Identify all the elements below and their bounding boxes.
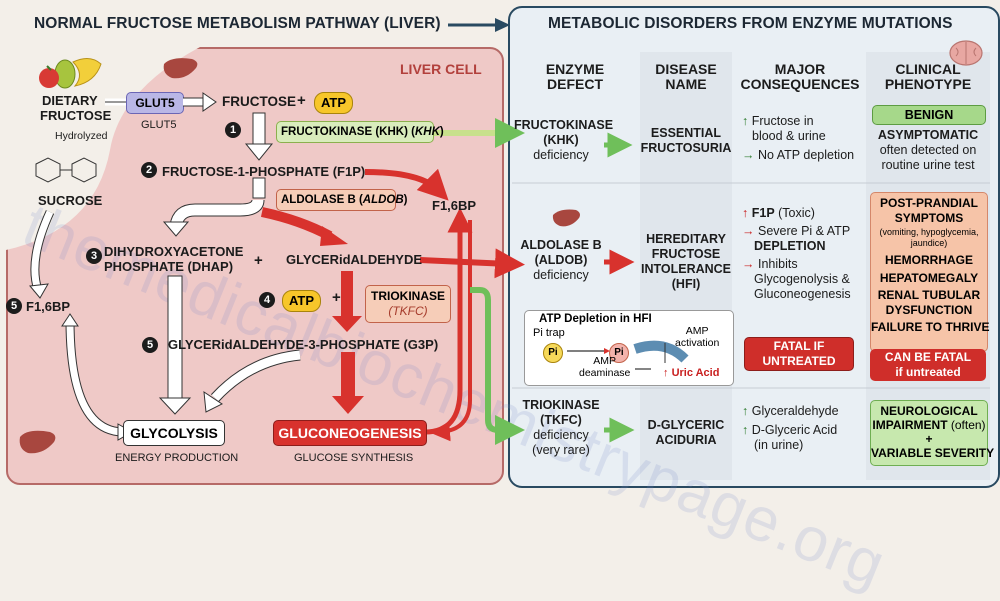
row1-phenotype: ASYMPTOMATIC often detected on routine u… xyxy=(877,128,979,172)
liver-icon-bottom xyxy=(19,430,56,454)
right-title: METABOLIC DISORDERS FROM ENZYME MUTATION… xyxy=(548,15,953,32)
row2-phenotype-box: POST-PRANDIAL SYMPTOMS (vomiting, hypogl… xyxy=(870,192,989,352)
amp-activation-label: AMP activation xyxy=(675,325,720,349)
row1-enzyme: FRUCTOKINASE (KHK) deficiency xyxy=(514,118,614,162)
pi-trap-label: Pi trap xyxy=(533,327,565,339)
glucose-synthesis-label: GLUCOSE SYNTHESIS xyxy=(294,452,414,464)
liver-icon-table xyxy=(552,209,580,227)
atp-depletion-inset: ATP Depletion in HFI Pi trap Pi Pi AMP d… xyxy=(524,310,734,386)
triokinase-gene: (TKFC) xyxy=(388,304,428,318)
fructokinase-enzyme-box: FRUCTOKINASE (KHK) (KHK) xyxy=(276,121,444,143)
row2-enzyme: ALDOLASE B (ALDOB) deficiency xyxy=(520,238,602,282)
gluconeogenesis-box: GLUCONEOGENESIS xyxy=(273,420,427,446)
plus-sign-3: + xyxy=(332,289,341,306)
sucrose-structure-icon xyxy=(35,157,97,183)
fructokinase-label: FRUCTOKINASE (KHK) ( xyxy=(281,126,415,138)
fructose-label: FRUCTOSE xyxy=(222,94,297,109)
step-number-2: 2 xyxy=(141,162,157,178)
step-number-1: 1 xyxy=(225,122,241,138)
dietary-fructose-line1: DIETARY xyxy=(42,93,98,108)
f16bp-left-label: F1,6BP xyxy=(26,299,71,314)
row2-consequences: ↑ F1P (Toxic) → Severe Pi & ATP DEPLETIO… xyxy=(742,206,851,301)
sucrose-label: SUCROSE xyxy=(38,193,103,208)
pi-circle-1: Pi xyxy=(543,343,563,363)
row3-disease: D-GLYCERIC ACIDURIA xyxy=(647,418,725,447)
triokinase-enzyme-box: TRIOKINASE (TKFC) xyxy=(365,285,451,323)
aldolase-b-enzyme-box: ALDOLASE B (ALDOB) xyxy=(276,189,408,211)
dhap-line2: PHOSPHATE (DHAP) xyxy=(104,259,234,274)
row1-benign-badge: BENIGN xyxy=(872,105,986,125)
dhap-line1: DIHYDROXYACETONE xyxy=(104,244,244,259)
atp-badge-step4: ATP xyxy=(282,290,322,312)
row3-enzyme: TRIOKINASE (TKFC) deficiency (very rare) xyxy=(522,398,600,457)
row1-disease: ESSENTIAL FRUCTOSURIA xyxy=(640,126,732,155)
row3-consequences: ↑ Glyceraldehyde ↑ D-Glyceric Acid (in u… xyxy=(742,404,839,452)
hydrolyzed-label: Hydrolyzed xyxy=(55,130,108,142)
row2-fatal-badge: FATAL IF UNTREATED xyxy=(744,337,854,371)
inset-title: ATP Depletion in HFI xyxy=(539,313,652,325)
uric-acid-label: ↑ Uric Acid xyxy=(663,367,720,379)
step-number-5-left: 5 xyxy=(6,298,22,314)
amp-deaminase-label: AMP deaminase xyxy=(579,355,631,379)
step-number-4: 4 xyxy=(259,292,275,308)
fructokinase-gene: KHK xyxy=(414,126,440,138)
step-number-3: 3 xyxy=(86,248,102,264)
glut5-label: GLUT5 xyxy=(141,119,177,131)
triokinase-label: TRIOKINASE xyxy=(370,289,445,303)
brain-icon xyxy=(949,40,983,66)
aldolase-b-gene: ALDOB xyxy=(362,194,404,206)
step-number-5-center: 5 xyxy=(142,337,158,353)
pathway-arrows xyxy=(29,92,635,445)
plus-sign-2: + xyxy=(254,252,263,269)
pi-circle-2: Pi xyxy=(609,343,629,363)
inset-arrows xyxy=(567,340,689,370)
energy-production-label: ENERGY PRODUCTION xyxy=(115,452,239,464)
f16bp-top-label: F1,6BP xyxy=(432,198,477,213)
left-title: NORMAL FRUCTOSE METABOLISM PATHWAY (LIVE… xyxy=(34,15,441,32)
fruit-icon xyxy=(39,58,102,89)
row1-consequences: ↑ Fructose in blood & urine → No ATP dep… xyxy=(742,114,855,162)
plus-sign: + xyxy=(297,92,306,109)
glut5-transporter: GLUT5 xyxy=(126,92,184,114)
g3p-label: GLYCERidALDEHYDE-3-PHOSPHATE (G3P) xyxy=(168,337,439,352)
row2-disease: HEREDITARY FRUCTOSE INTOLERANCE (HFI) xyxy=(640,232,732,291)
aldolase-b-label: ALDOLASE B ( xyxy=(281,194,363,206)
liver-icon xyxy=(163,58,198,79)
glyceraldehyde-label: GLYCERidALDEHYDE xyxy=(286,252,423,267)
row3-phenotype-box: NEUROLOGICAL IMPAIRMENT (often) + VARIAB… xyxy=(870,400,994,466)
row2-can-be-fatal-badge: CAN BE FATAL if untreated xyxy=(870,349,986,381)
f1p-label: FRUCTOSE-1-PHOSPHATE (F1P) xyxy=(162,164,366,179)
dietary-fructose-line2: FRUCTOSE xyxy=(40,108,112,123)
glycolysis-box: GLYCOLYSIS xyxy=(123,420,225,446)
atp-badge: ATP xyxy=(314,92,354,114)
liver-cell-label: LIVER CELL xyxy=(400,61,482,77)
